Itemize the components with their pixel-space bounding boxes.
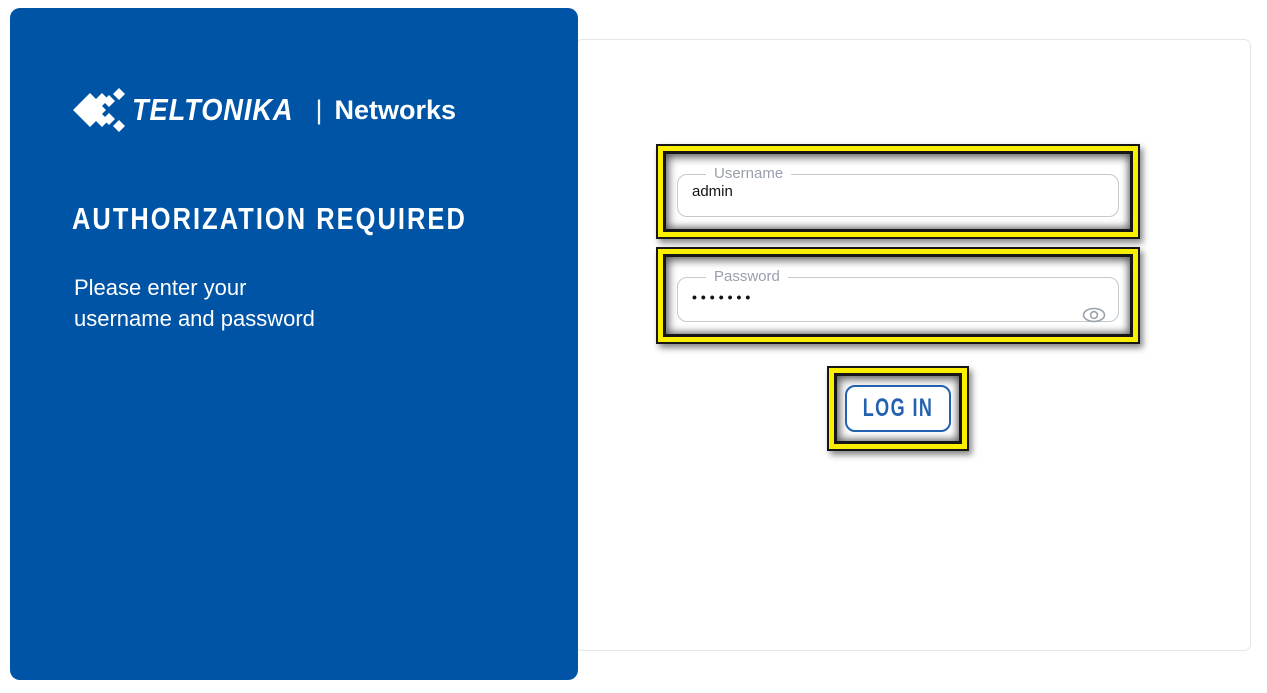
brand-wordmark: TELTONIKA bbox=[132, 92, 294, 127]
brand-suffix: Networks bbox=[334, 94, 457, 125]
page-title: AUTHORIZATION REQUIRED bbox=[72, 201, 467, 236]
brand-panel: TELTONIKA | Networks AUTHORIZATION REQUI… bbox=[10, 8, 578, 680]
page-subtitle: Please enter your username and password bbox=[74, 272, 315, 334]
login-card bbox=[575, 39, 1251, 651]
teltonika-chevrons-icon bbox=[73, 88, 125, 132]
login-highlight-inner: LOG IN bbox=[834, 373, 962, 444]
login-highlight-box: LOG IN bbox=[827, 366, 969, 451]
password-highlight-inner: Password bbox=[663, 254, 1133, 337]
brand-logo: TELTONIKA | Networks bbox=[72, 84, 456, 136]
eye-icon bbox=[1082, 307, 1106, 323]
password-highlight-box: Password bbox=[656, 247, 1140, 344]
username-highlight-box: Username bbox=[656, 144, 1140, 239]
login-button-label: LOG IN bbox=[862, 394, 934, 422]
password-label: Password bbox=[714, 268, 780, 286]
username-input[interactable] bbox=[690, 182, 1106, 208]
page-subtitle-line2: username and password bbox=[74, 306, 315, 331]
brand-separator: | bbox=[315, 94, 323, 125]
password-field: Password bbox=[677, 268, 1119, 325]
show-password-button[interactable] bbox=[1082, 305, 1106, 325]
login-button[interactable]: LOG IN bbox=[845, 385, 951, 432]
username-label: Username bbox=[714, 164, 784, 182]
password-input[interactable] bbox=[690, 285, 1106, 312]
username-field: Username bbox=[677, 164, 1119, 218]
page-subtitle-line1: Please enter your bbox=[74, 275, 247, 300]
username-highlight-inner: Username bbox=[663, 151, 1133, 232]
